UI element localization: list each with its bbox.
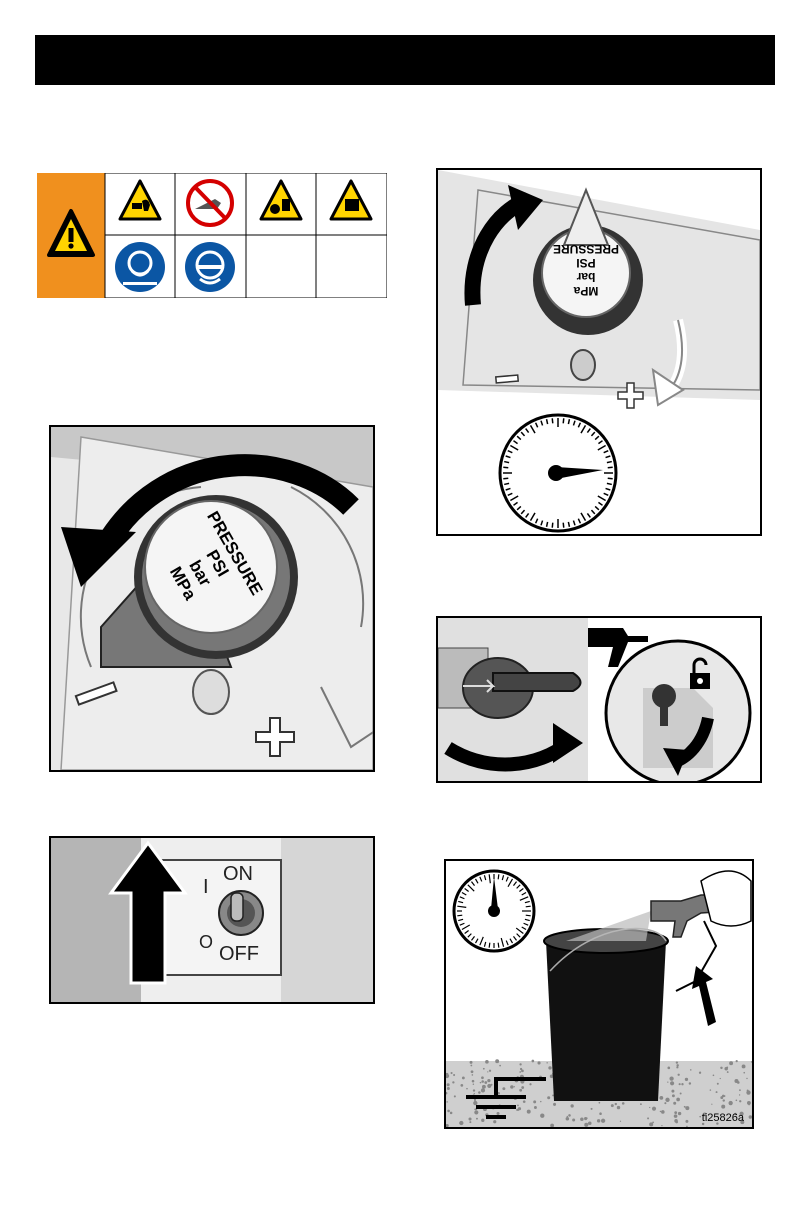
- off-label: OFF: [219, 943, 259, 965]
- warning-symbols-panel: [37, 173, 387, 298]
- metal-pail-icon: [546, 941, 666, 1101]
- eye-protection-required-icon: [185, 242, 235, 292]
- figure-id-label: ti25826a: [702, 1112, 745, 1124]
- knob-label-pressure-rotated: PRESSURE: [553, 242, 619, 256]
- section-header-bar: [35, 35, 775, 85]
- figure-pressure-knob-increase: MPa bar PSI PRESSURE: [436, 168, 762, 536]
- on-label: ON: [223, 863, 253, 885]
- off-symbol: O: [199, 932, 213, 952]
- respirator-required-icon: [115, 242, 165, 292]
- figure-spray-into-grounded-pail: ti25826a: [444, 859, 754, 1129]
- figure-prime-valve-trigger-lock: [436, 616, 762, 783]
- knob-label-psi-rotated: PSI: [576, 256, 595, 270]
- fire-explosion-warning-icon: [261, 181, 301, 219]
- knob-label-bar-rotated: bar: [576, 270, 595, 284]
- on-symbol: I: [203, 876, 209, 898]
- hand-injection-warning-icon: [120, 181, 160, 219]
- knob-label-mpa-rotated: MPa: [573, 284, 598, 298]
- power-toggle-switch: [231, 893, 243, 921]
- no-hand-spray-icon: [188, 181, 232, 225]
- figure-pressure-knob-decrease: PRESSURE PSI bar MPa: [49, 425, 375, 772]
- figure-power-switch-on: I ON O OFF: [49, 836, 375, 1004]
- moving-parts-warning-icon: [331, 181, 371, 219]
